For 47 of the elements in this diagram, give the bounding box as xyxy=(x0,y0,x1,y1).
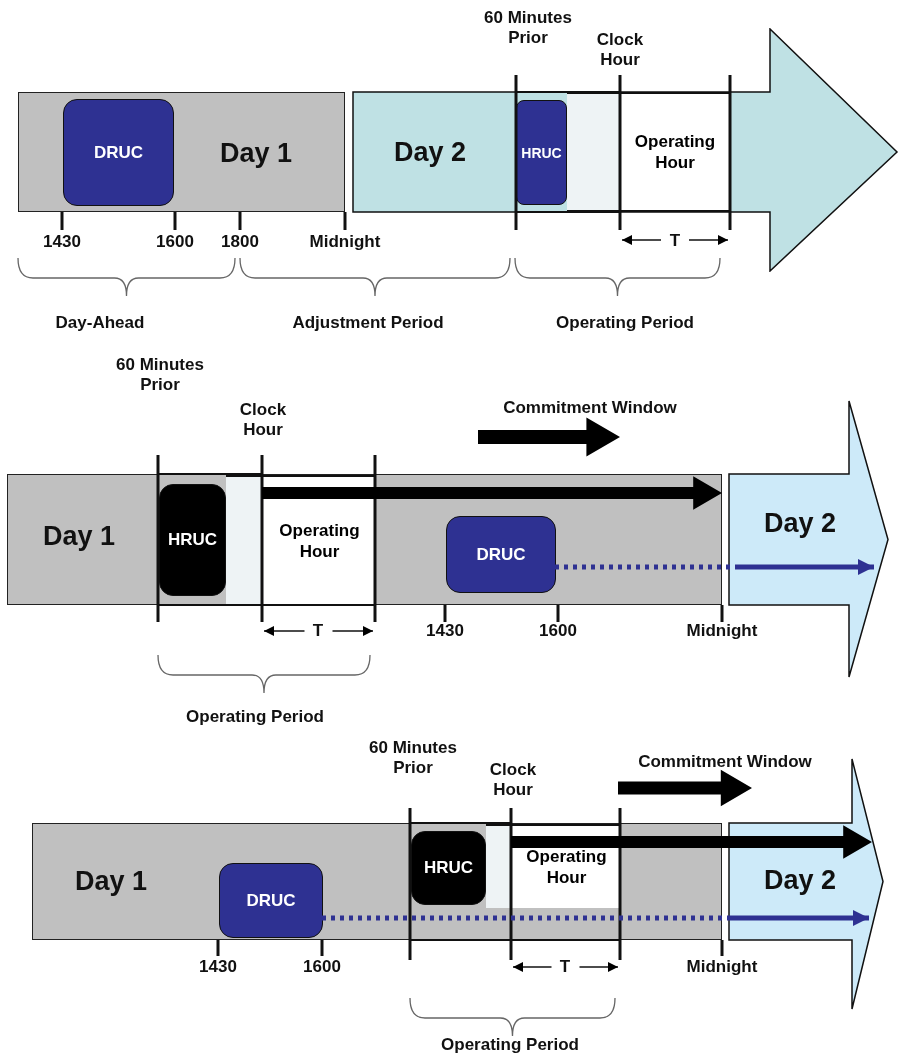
druc-box: DRUC xyxy=(219,863,323,938)
text-label: Day-Ahead xyxy=(54,313,146,333)
text-label: Adjustment Period xyxy=(291,313,445,333)
text-label: T xyxy=(311,621,325,641)
time-label: 1430 xyxy=(42,232,82,252)
text-label: Operating Period xyxy=(440,1035,580,1055)
text-label: Clock Hour xyxy=(488,760,538,800)
time-label: 1800 xyxy=(220,232,260,252)
text-label: T xyxy=(668,231,682,251)
day-label: Day 2 xyxy=(763,507,837,539)
text-label: T xyxy=(558,957,572,977)
day-label: Day 1 xyxy=(42,520,116,552)
shaded-band xyxy=(567,92,620,212)
timeline-bar xyxy=(32,823,722,940)
hruc-box: HRUC xyxy=(159,484,226,596)
timeline-bar xyxy=(18,92,345,212)
text-label: Midnight xyxy=(685,621,759,641)
text-label: Operating Period xyxy=(185,707,325,727)
text-label: Midnight xyxy=(685,957,759,977)
time-label: 1600 xyxy=(302,957,342,977)
druc-box: DRUC xyxy=(446,516,556,593)
operating-hour-box: Operating Hour xyxy=(620,92,730,212)
text-label: Clock Hour xyxy=(595,30,645,70)
time-label: 1600 xyxy=(155,232,195,252)
text-label: Commitment Window xyxy=(637,752,813,772)
timeline-bar xyxy=(7,474,722,605)
day-label: Day 1 xyxy=(74,865,148,897)
text-label: Operating Period xyxy=(555,313,695,333)
druc-box: DRUC xyxy=(63,99,174,206)
text-label: 60 Minutes Prior xyxy=(115,355,205,395)
text-label: Clock Hour xyxy=(238,400,288,440)
day-label: Day 2 xyxy=(763,864,837,896)
time-label: 1430 xyxy=(198,957,238,977)
text-label: Midnight xyxy=(308,232,382,252)
hruc-box: HRUC xyxy=(411,831,486,905)
text-label: 60 Minutes Prior xyxy=(483,8,573,48)
arrow xyxy=(555,559,874,575)
time-label: 1600 xyxy=(538,621,578,641)
shaded-band xyxy=(226,475,263,606)
text-label: Commitment Window xyxy=(502,398,678,418)
time-label: 1430 xyxy=(425,621,465,641)
arrow xyxy=(322,910,869,926)
shaded-band xyxy=(486,824,512,908)
druc-box: HRUC xyxy=(516,100,567,205)
text-label: 60 Minutes Prior xyxy=(368,738,458,778)
day-label: Day 2 xyxy=(393,136,467,168)
day-label: Day 1 xyxy=(219,137,293,169)
